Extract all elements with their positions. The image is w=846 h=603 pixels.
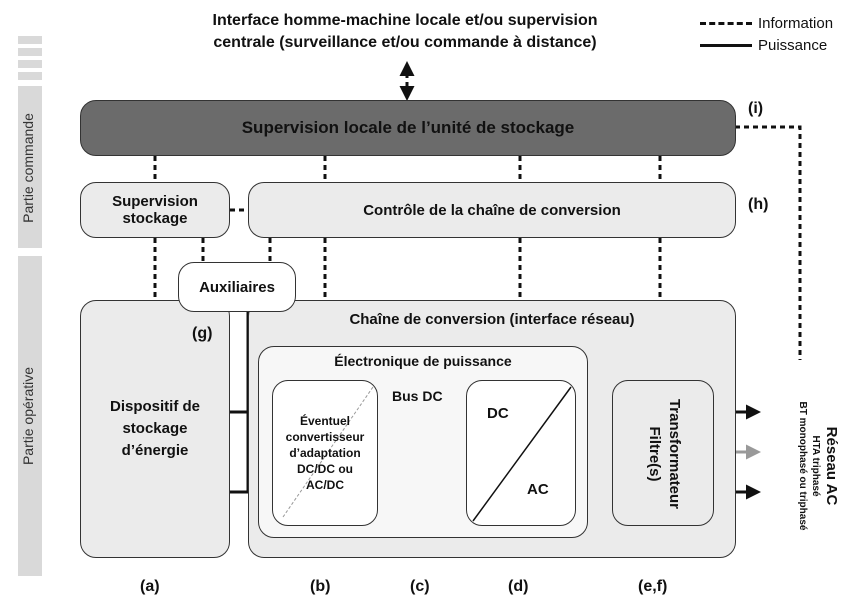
reseau-ac-label-group: Réseau AC HTA triphasé BT monophasé ou t… — [780, 376, 840, 556]
marker-a: (a) — [140, 578, 160, 595]
controle-label: Contrôle de la chaîne de conversion — [363, 201, 621, 219]
bus-dc-label: Bus DC — [392, 388, 443, 404]
supervision-stockage-label-2: stockage — [122, 210, 188, 227]
header-text: Interface homme-machine locale et/ou sup… — [160, 10, 650, 54]
dc-ac-diagonal-line — [472, 386, 572, 522]
eventuel-label-5: AC/DC — [306, 478, 344, 492]
dispositif-label-2: stockage — [122, 420, 188, 437]
chaine-conversion-label: Chaîne de conversion (interface réseau) — [349, 311, 635, 328]
header-line-2: centrale (surveillance et/ou commande à … — [213, 34, 597, 51]
supervision-locale-label: Supervision locale de l’unité de stockag… — [241, 118, 575, 137]
reseau-ac-line-1: HTA triphasé — [810, 435, 821, 497]
dispositif-label-3: d’énergie — [121, 442, 189, 459]
eventuel-diagonal-line — [282, 386, 374, 518]
supervision-locale-block: Supervision locale de l’unité de stockag… — [80, 100, 736, 156]
legend-information: Information — [758, 14, 834, 32]
side-bar-top-stripes — [18, 36, 42, 82]
dc-ac-block: DC AC — [466, 380, 576, 526]
transformateur-block: Transformateur Filtre(s) — [612, 380, 714, 526]
eventuel-label-2: convertisseur — [285, 430, 365, 444]
electronique-label: Électronique de puissance — [334, 353, 512, 369]
legend-dash-icon — [700, 21, 752, 25]
marker-g: (g) — [192, 325, 213, 342]
eventuel-label-1: Éventuel — [299, 414, 350, 428]
legend: Information Puissance — [700, 12, 846, 56]
eventuel-label-3: d’adaptation — [289, 446, 361, 460]
legend-puissance: Puissance — [758, 36, 828, 54]
marker-b: (b) — [310, 578, 331, 595]
dispositif-stockage-block: Dispositif de stockage d’énergie — [80, 300, 230, 558]
controle-block: Contrôle de la chaîne de conversion — [248, 182, 736, 238]
eventuel-label-4: DC/DC ou — [297, 462, 353, 476]
marker-ef: (e,f) — [638, 578, 668, 595]
marker-d: (d) — [508, 578, 529, 595]
supervision-stockage-label-1: Supervision — [112, 193, 198, 210]
marker-h: (h) — [748, 196, 769, 213]
legend-solid-icon — [700, 43, 752, 47]
transformateur-label-2: Filtre(s) — [646, 426, 663, 482]
reseau-ac-line-2: BT monophasé ou triphasé — [797, 401, 808, 531]
marker-c: (c) — [410, 578, 430, 595]
side-bar-operative — [18, 256, 42, 576]
eventuel-convertisseur-block: Éventuel convertisseur d’adaptation DC/D… — [272, 380, 378, 526]
auxiliaires-label: Auxiliaires — [199, 278, 275, 296]
side-bar-commande — [18, 86, 42, 248]
dispositif-label-1: Dispositif de — [109, 398, 200, 415]
supervision-stockage-block: Supervision stockage — [80, 182, 230, 238]
auxiliaires-block: Auxiliaires — [178, 262, 296, 312]
dc-label: DC — [487, 405, 509, 422]
transformateur-label-1: Transformateur — [666, 398, 683, 510]
reseau-ac-title: Réseau AC — [823, 426, 840, 506]
marker-i: (i) — [748, 100, 764, 117]
ac-label: AC — [527, 481, 549, 498]
header-line-1: Interface homme-machine locale et/ou sup… — [212, 12, 598, 29]
